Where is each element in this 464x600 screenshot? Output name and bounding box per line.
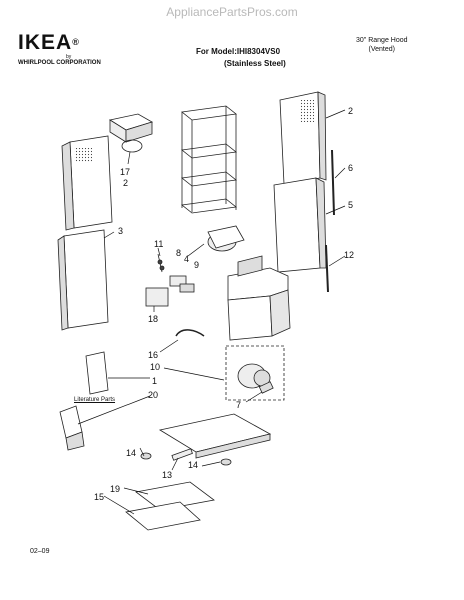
model-finish: (Stainless Steel) (224, 59, 286, 68)
callout-3: 3 (118, 226, 123, 236)
upper-chimney-cover-right (279, 91, 327, 185)
callout-10: 10 (150, 362, 160, 372)
callout-14-right: 14 (188, 460, 198, 470)
blower-assembly-10 (225, 345, 285, 401)
literature-parts-label: Literature Parts (74, 397, 116, 403)
bottom-plate (158, 413, 272, 459)
damper-4 (207, 225, 245, 252)
upper-chimney-cover-left (61, 135, 113, 231)
callout-6: 6 (348, 163, 353, 173)
support-frame (181, 105, 237, 214)
capacitor-7 (258, 381, 274, 394)
whirlpool-corporation-text: WHIRLPOOL CORPORATION (18, 60, 101, 66)
lower-chimney-cover-right (273, 177, 327, 273)
ikea-logo: IKEA® (18, 31, 80, 54)
callout-13: 13 (162, 470, 172, 480)
duct-bracket-17 (108, 113, 154, 153)
light-socket-14-right (220, 458, 232, 466)
callout-19: 19 (110, 484, 120, 494)
product-type-line1: 30" Range Hood (356, 37, 408, 44)
watermark: AppliancePartsPros.com (166, 5, 298, 19)
callout-2-left: 2 (123, 178, 128, 188)
callout-7: 7 (236, 400, 241, 410)
callout-16: 16 (148, 350, 158, 360)
callout-12: 12 (344, 250, 354, 260)
control-box-18 (145, 287, 169, 307)
callout-18: 18 (148, 314, 158, 324)
model-line: For Model:IHI8304VS0 (196, 47, 281, 56)
light-bar-13 (171, 448, 193, 461)
callout-11: 11 (154, 239, 163, 249)
callout-4: 4 (184, 254, 189, 264)
canopy-hood-body (227, 255, 291, 341)
callout-2-right: 2 (348, 106, 353, 116)
product-type-line2: (Vented) (368, 46, 395, 53)
footer-code: 02–09 (30, 548, 50, 555)
trim-strip-6 (331, 149, 335, 216)
callout-8: 8 (176, 248, 181, 258)
switch-9 (179, 283, 195, 293)
wire-harness-11 (157, 253, 165, 273)
product-type: 30" Range Hood (Vented) (356, 36, 408, 54)
callout-17: 17 (120, 167, 130, 177)
callout-5: 5 (348, 200, 353, 210)
switch-box-20 (59, 405, 85, 451)
callout-9: 9 (194, 260, 199, 270)
brand-by-text: by (66, 54, 72, 60)
brand-logo-block: IKEA® by WHIRLPOOL CORPORATION (18, 32, 101, 66)
model-title: For Model:IHI8304VS0 (Stainless Steel) (196, 46, 286, 70)
callout-14-left: 14 (126, 448, 136, 458)
light-socket-14-left (140, 452, 152, 460)
trim-strip-12 (325, 244, 329, 293)
callout-1: 1 (152, 376, 157, 386)
literature-booklet (85, 351, 109, 395)
grease-filter-19 (135, 481, 215, 511)
callout-15: 15 (94, 492, 104, 502)
cable-16 (175, 329, 205, 337)
switch-8 (169, 275, 187, 287)
lower-chimney-cover-left (57, 229, 109, 331)
charcoal-filter-15 (125, 501, 201, 531)
callout-20: 20 (148, 390, 158, 400)
